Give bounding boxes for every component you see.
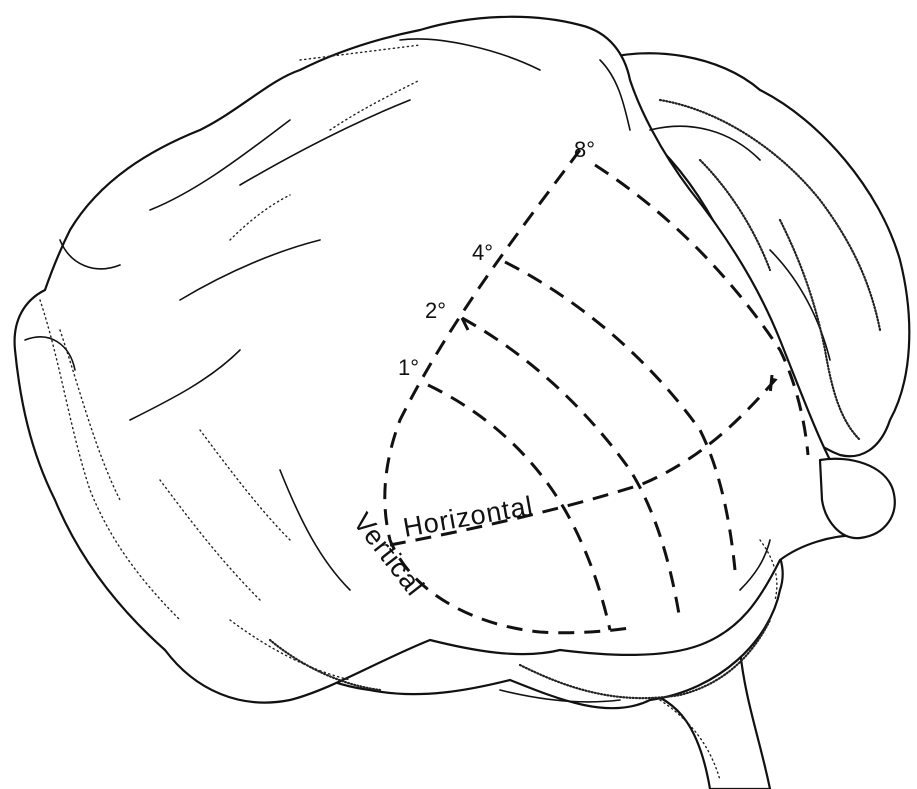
eccentricity-label-2: 2° xyxy=(425,298,446,323)
eccentricity-label-8: 8° xyxy=(574,137,595,162)
eccentricity-label-4: 4° xyxy=(472,240,493,265)
eccentricity-label-1: 1° xyxy=(398,355,419,380)
